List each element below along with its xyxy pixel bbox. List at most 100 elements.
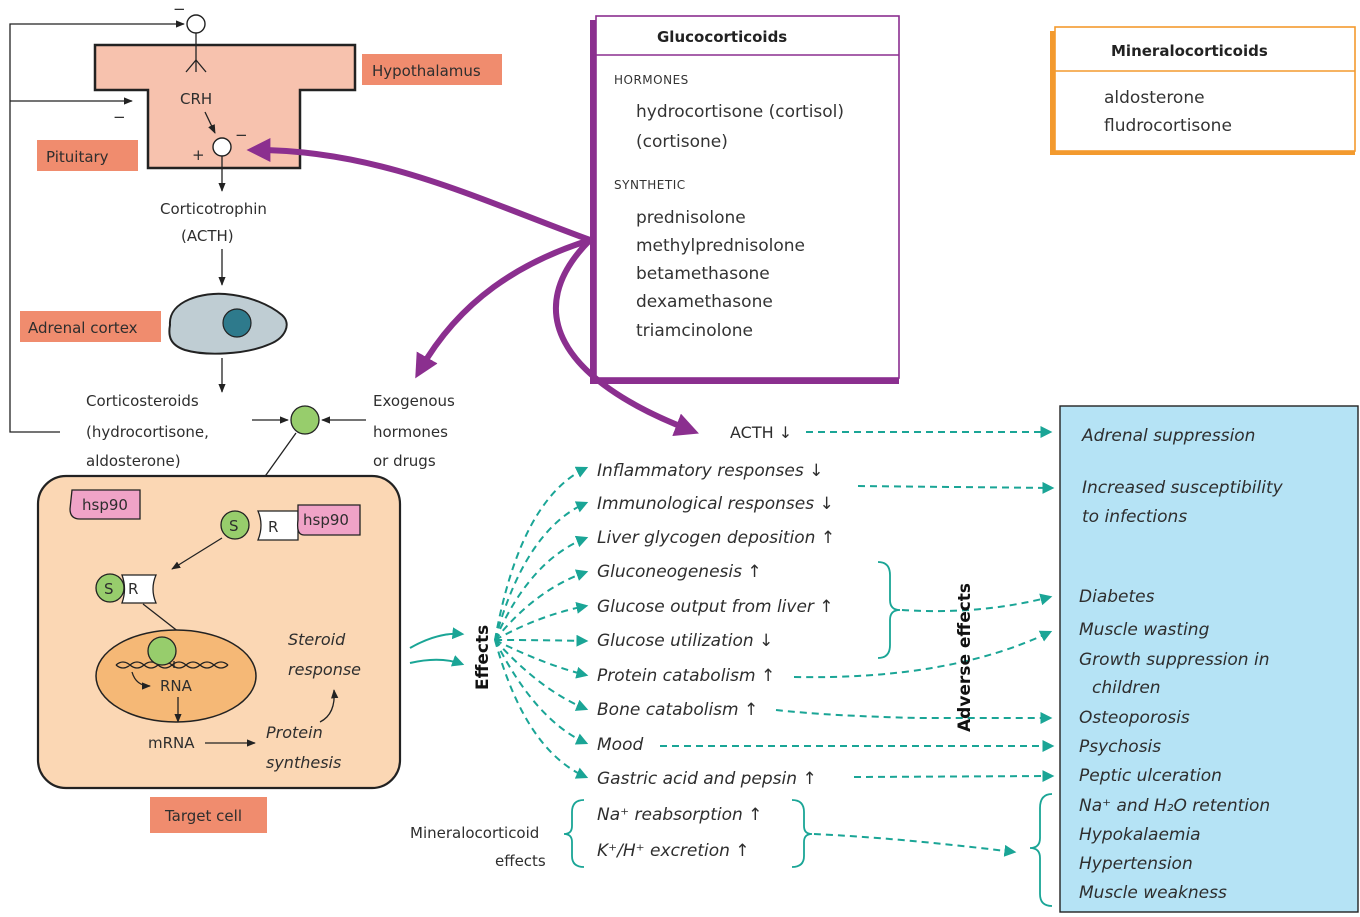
adverse-2: Increased susceptibility: [1082, 478, 1284, 498]
effect-3: Liver glycogen deposition ↑: [597, 528, 835, 548]
mineralocorticoids-box: [1054, 26, 1356, 152]
target-nucleus: [95, 629, 257, 723]
synthetic-5: triamcinolone: [636, 321, 753, 341]
feedback-line-outer: [9, 20, 185, 433]
adverse-10: Peptic ulceration: [1079, 766, 1222, 786]
adverse-8: Osteoporosis: [1079, 708, 1190, 728]
protein-synthesis-line-2: synthesis: [266, 753, 341, 772]
adverse-11: Na⁺ and H₂O retention: [1079, 796, 1270, 816]
steroid-S-1: [220, 510, 250, 540]
adverse-9: Psychosis: [1079, 737, 1161, 757]
steroid-response-line-1: Steroid: [288, 630, 346, 649]
steroid-S-2-label: S: [104, 580, 114, 598]
effect-6: Glucose utilization ↓: [597, 631, 773, 651]
receptor-R-2: [121, 574, 157, 604]
hypothalamus-minus-sign: −: [173, 0, 186, 18]
mineralocorticoid-effects-line-1: Mineralocorticoid: [410, 824, 539, 842]
steroid-response-line-2: response: [288, 660, 361, 679]
adverse-13: Hypertension: [1079, 854, 1193, 874]
hormone-1: hydrocortisone (cortisol): [636, 102, 844, 122]
adverse-4: Diabetes: [1079, 587, 1155, 607]
mrna-label: mRNA: [148, 734, 195, 752]
synthetic-3: betamethasone: [636, 264, 770, 284]
pituitary-plus-sign: +: [192, 146, 205, 164]
pituitary-label-box: [37, 140, 138, 171]
mineralocorticoids-title: Mineralocorticoids: [1111, 42, 1268, 60]
acth-decrease: ACTH ↓: [730, 423, 792, 442]
synthetic-2: methylprednisolone: [636, 236, 805, 256]
hormones-heading: HORMONES: [614, 73, 689, 87]
exogenous-line-3: or drugs: [373, 452, 436, 470]
mineralocorticoid-1: aldosterone: [1104, 88, 1205, 108]
mineralo-item-2: K⁺/H⁺ excretion ↑: [597, 841, 750, 861]
effect-7: Protein catabolism ↑: [597, 666, 775, 686]
adverse-effects-panel: [1059, 405, 1359, 913]
receptor-R-1: [257, 510, 299, 541]
pituitary-label: Pituitary: [46, 148, 109, 166]
adrenal-cortex-label-box: [20, 311, 161, 342]
adverse-3: to infections: [1082, 507, 1187, 527]
target-cell-label-box: [150, 797, 267, 833]
synthetic-1: prednisolone: [636, 208, 746, 228]
adverse-12: Hypokalaemia: [1079, 825, 1201, 845]
hsp90-bound: [296, 504, 361, 536]
purple-arrow-to-acth: [552, 237, 699, 437]
hsp90-free: [69, 489, 141, 520]
effects-label: Effects: [473, 625, 493, 690]
adrenal-cortex-label: Adrenal cortex: [28, 319, 138, 337]
pituitary-receptor-circle: [212, 137, 232, 157]
synthetic-4: dexamethasone: [636, 292, 773, 312]
gluco-brace: [877, 561, 901, 659]
corticosteroids-line-1: Corticosteroids: [86, 392, 199, 410]
exogenous-line-2: hormones: [373, 423, 448, 441]
hypothalamus-label-box: [362, 54, 502, 85]
hsp90-bound-label: hsp90: [303, 511, 349, 529]
glucocorticoids-box: [595, 15, 900, 379]
acth-paren-label: (ACTH): [181, 227, 234, 245]
corticosteroids-line-2: (hydrocortisone,: [86, 423, 209, 441]
pituitary-minus-sign: −: [235, 126, 248, 144]
receptor-R-2-label: R: [128, 580, 138, 598]
purple-arrow-to-exogenous: [415, 237, 593, 379]
rna-label: RNA: [160, 677, 193, 695]
effect-8: Bone catabolism ↑: [597, 700, 758, 720]
adverse-1: Adrenal suppression: [1081, 426, 1255, 446]
protein-synthesis-line-1: Protein: [266, 723, 323, 742]
crh-label: CRH: [180, 90, 212, 108]
steroid-S-1-label: S: [229, 517, 239, 535]
mineralocorticoid-effects-line-2: effects: [495, 852, 546, 870]
adverse-effects-label: Adverse effects: [955, 583, 975, 732]
adverse-5: Muscle wasting: [1079, 620, 1210, 640]
hsp90-free-label: hsp90: [82, 496, 128, 514]
effects-arrow-1: [409, 627, 465, 649]
mineralo-brace-left: [563, 799, 585, 868]
exogenous-line-1: Exogenous: [373, 392, 455, 410]
corticosteroids-line-3: aldosterone): [86, 452, 181, 470]
mineralo-brace-right: [791, 799, 813, 868]
hypothalamus-label: Hypothalamus: [372, 62, 481, 80]
dna-bound-complex: [147, 636, 177, 666]
mineralo-item-1: Na⁺ reabsorption ↑: [597, 805, 762, 825]
mineralocorticoid-2: fludrocortisone: [1104, 116, 1232, 136]
adverse-7: children: [1092, 678, 1161, 698]
hypothalamus-receptor-circle: [186, 14, 206, 34]
corticotrophin-label: Corticotrophin: [160, 200, 267, 218]
effect-1: Inflammatory responses ↓: [597, 461, 823, 481]
receptor-R-1-label: R: [268, 518, 278, 536]
effect-2: Immunological responses ↓: [597, 494, 834, 514]
adverse-mineralo-brace: [1029, 793, 1053, 907]
feedback-minus-sign: −: [113, 108, 126, 126]
hormone-2: (cortisone): [636, 132, 728, 152]
adrenal-cortex-nucleus: [222, 308, 252, 338]
target-cell-label: Target cell: [164, 807, 242, 825]
effect-9: Mood: [597, 735, 643, 755]
steroid-molecule: [290, 405, 320, 435]
effect-5: Glucose output from liver ↑: [597, 597, 834, 617]
purple-arrow-to-pituitary: [246, 138, 593, 243]
adverse-14: Muscle weakness: [1079, 883, 1227, 903]
effect-10: Gastric acid and pepsin ↑: [597, 769, 817, 789]
glucocorticoids-title: Glucocorticoids: [657, 28, 787, 46]
synthetic-heading: SYNTHETIC: [614, 178, 686, 192]
hypothalamus-pituitary-shape: [93, 43, 357, 170]
